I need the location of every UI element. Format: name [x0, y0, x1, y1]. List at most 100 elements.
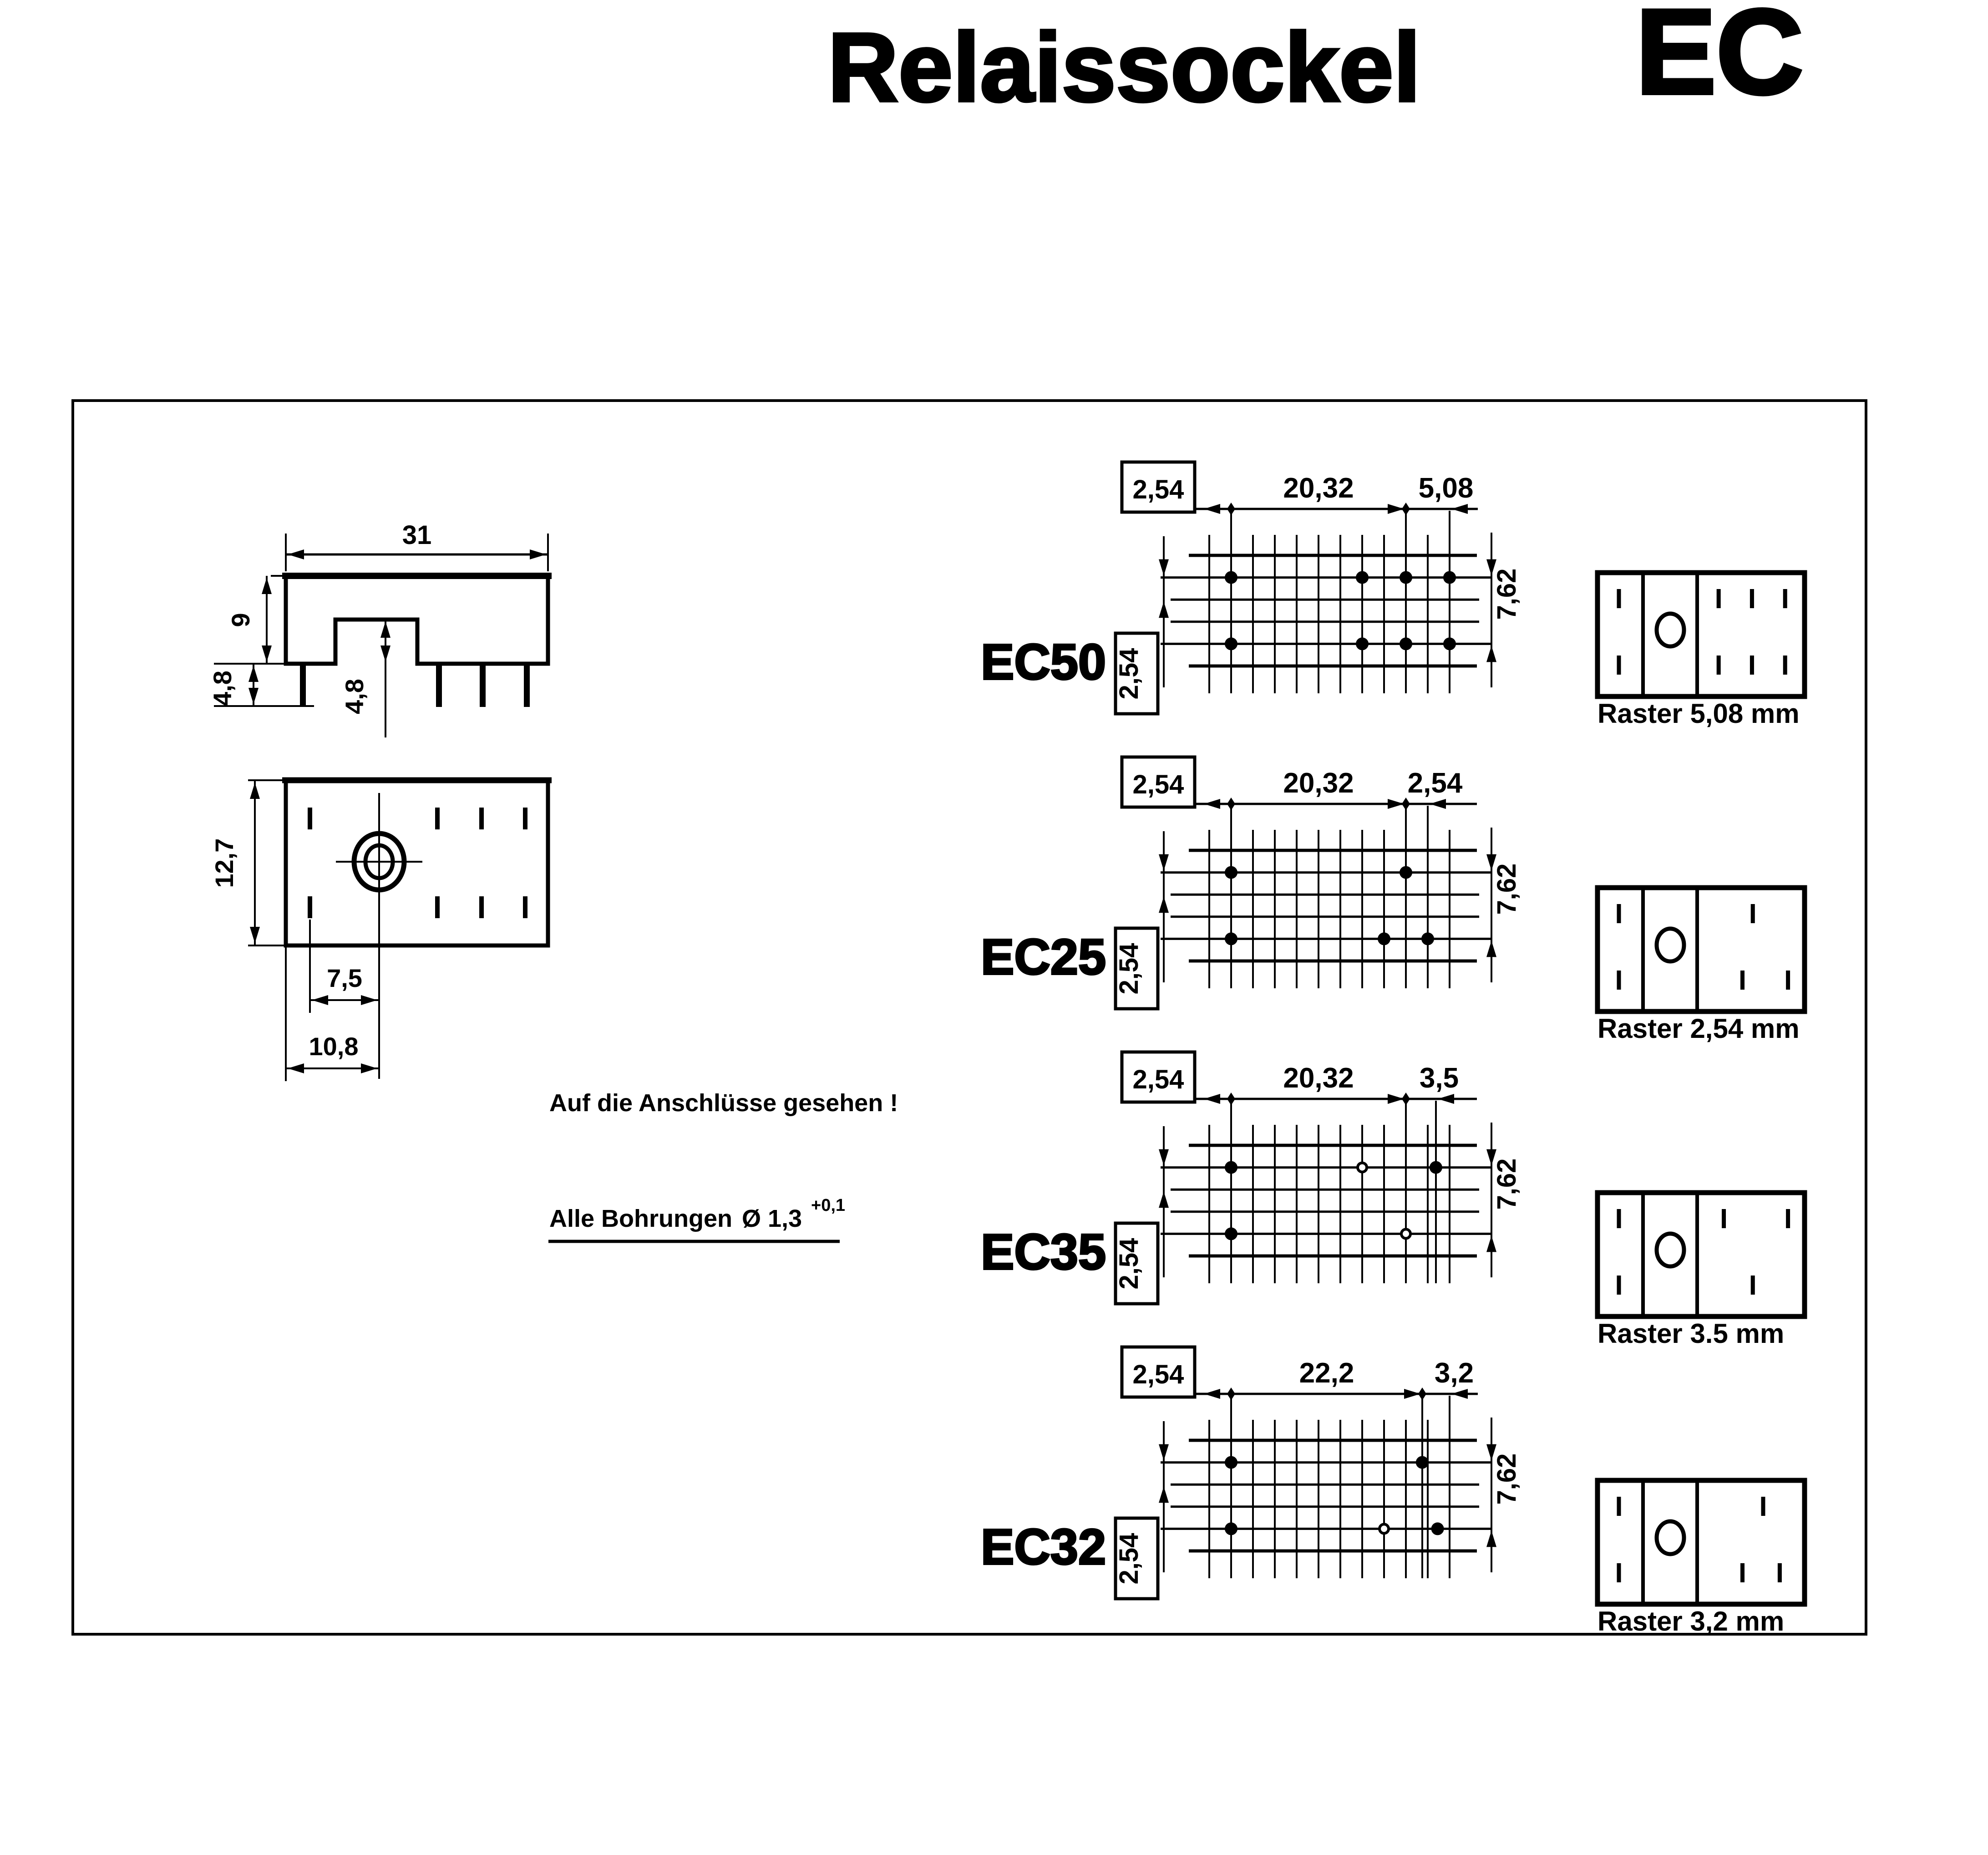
pin-mark: [1617, 1276, 1621, 1295]
note-holes-label: Alle Bohrungen: [549, 1205, 732, 1232]
footprint-hole: [1654, 1519, 1686, 1556]
note-holes-diameter: Ø 1,3: [742, 1205, 802, 1232]
side-view: 31 9 4,8 4,8: [208, 520, 552, 737]
footprint-EC50: Raster 5,08 mm: [1595, 570, 1807, 729]
pin-hole: [1224, 1227, 1237, 1240]
pin-hole: [1224, 932, 1237, 945]
pin-mark: [523, 896, 527, 918]
pitch-box-vert: [1114, 1221, 1160, 1306]
pin-mark: [1617, 1209, 1621, 1228]
pitch-box-value: 2,54: [1133, 1360, 1184, 1389]
dim-9: 9: [226, 613, 255, 627]
pin-mark: [1761, 1497, 1765, 1516]
pin-hole: [1224, 571, 1237, 584]
pitch-box: [1120, 460, 1197, 514]
footprint-hole: [1654, 926, 1686, 964]
pin-mark: [1716, 589, 1721, 608]
pin: [436, 664, 442, 707]
footprint-outline: [1595, 1478, 1807, 1607]
right-span-value: 5,08: [1419, 473, 1474, 504]
variant-label: EC32: [981, 1519, 1106, 1575]
vdim-value: 7,62: [1492, 864, 1521, 915]
dim-48-pin: 4,8: [208, 671, 237, 706]
pin-mark: [1786, 971, 1790, 990]
dim-tick: [1402, 503, 1410, 515]
pin-hole: [1400, 866, 1413, 879]
pin-hole: [1224, 1522, 1237, 1535]
variant-label: EC35: [981, 1224, 1106, 1280]
pin-mark: [308, 896, 312, 918]
footprint-outline: [1595, 885, 1807, 1014]
note-holes-tolerance: +0,1: [811, 1196, 845, 1215]
pitch-box-vert: [1114, 631, 1160, 716]
variant-label: EC25: [981, 929, 1106, 985]
pin-hole: [1224, 1161, 1237, 1174]
dim-tick: [1227, 503, 1235, 515]
pin-hole: [1431, 1522, 1444, 1535]
pitch-box-value: 2,54: [1133, 1065, 1184, 1094]
pitch-box: [1120, 1345, 1197, 1399]
pitch-box-vert: [1114, 926, 1160, 1011]
pitch-box-vert-value: 2,54: [1114, 1238, 1144, 1290]
pin-mark: [308, 808, 312, 829]
span-value: 20,32: [1283, 473, 1354, 504]
dim-108: 10,8: [309, 1032, 359, 1061]
span-value: 20,32: [1283, 1062, 1354, 1094]
pin-hole: [1224, 866, 1237, 879]
pin-hole: [1356, 571, 1369, 584]
pitch-box: [1120, 1050, 1197, 1104]
dim-tick: [1227, 1093, 1235, 1105]
pin-mark: [1722, 1209, 1726, 1228]
right-span-value: 3,5: [1420, 1062, 1459, 1094]
dim-tick: [1418, 1387, 1426, 1400]
pin-mark: [1783, 589, 1787, 608]
footprint-hole: [1654, 1231, 1686, 1269]
pin-mark: [1783, 656, 1787, 675]
vdim-value: 7,62: [1492, 569, 1521, 620]
right-span-value: 2,54: [1408, 767, 1463, 799]
footprint-outline: [1595, 570, 1807, 699]
raster-label: Raster 2,54 mm: [1598, 1013, 1800, 1044]
pin: [480, 664, 486, 707]
pin-hole: [1224, 1456, 1237, 1469]
pin-mark: [523, 808, 527, 829]
pin-mark: [1716, 656, 1721, 675]
pin-mark: [1750, 1276, 1755, 1295]
pin-hole: [1415, 1456, 1429, 1469]
raster-label: Raster 3,2 mm: [1598, 1606, 1784, 1636]
socket-base-outline: [284, 778, 550, 948]
pitch-box-vert: [1114, 1516, 1160, 1601]
page-title: Relaissockel: [828, 12, 1421, 122]
pin-mark: [1617, 589, 1621, 608]
pin-mark: [1617, 1497, 1621, 1516]
footprint-EC35: Raster 3.5 mm: [1595, 1190, 1807, 1349]
raster-label: Raster 3.5 mm: [1598, 1318, 1784, 1349]
footprint-EC25: Raster 2,54 mm: [1595, 885, 1807, 1044]
pitch-box-value: 2,54: [1133, 770, 1184, 799]
footprint-hole: [1654, 611, 1686, 649]
pin-hole-open: [1400, 1228, 1412, 1240]
pin-mark: [1750, 656, 1754, 675]
pin-mark: [1740, 971, 1745, 990]
drawing-frame: [71, 399, 1867, 1636]
pin-mark: [1617, 1563, 1621, 1582]
dim-tick: [1227, 798, 1235, 810]
pin-hole-open: [1356, 1161, 1369, 1174]
series-code: EC: [1636, 0, 1803, 119]
span-value: 22,2: [1299, 1357, 1354, 1389]
pin-hole: [1443, 637, 1456, 651]
pin-hole: [1400, 637, 1413, 651]
pitch-box-vert-value: 2,54: [1114, 648, 1144, 700]
pin-mark: [1750, 589, 1754, 608]
pitch-box-vert-value: 2,54: [1114, 943, 1144, 995]
dim-75: 7,5: [327, 964, 362, 992]
pin-hole: [1378, 932, 1391, 945]
variant-label: EC50: [981, 634, 1106, 690]
pin-hole: [1356, 637, 1369, 651]
dim-tick: [1402, 798, 1410, 810]
pin-mark: [1617, 656, 1621, 675]
